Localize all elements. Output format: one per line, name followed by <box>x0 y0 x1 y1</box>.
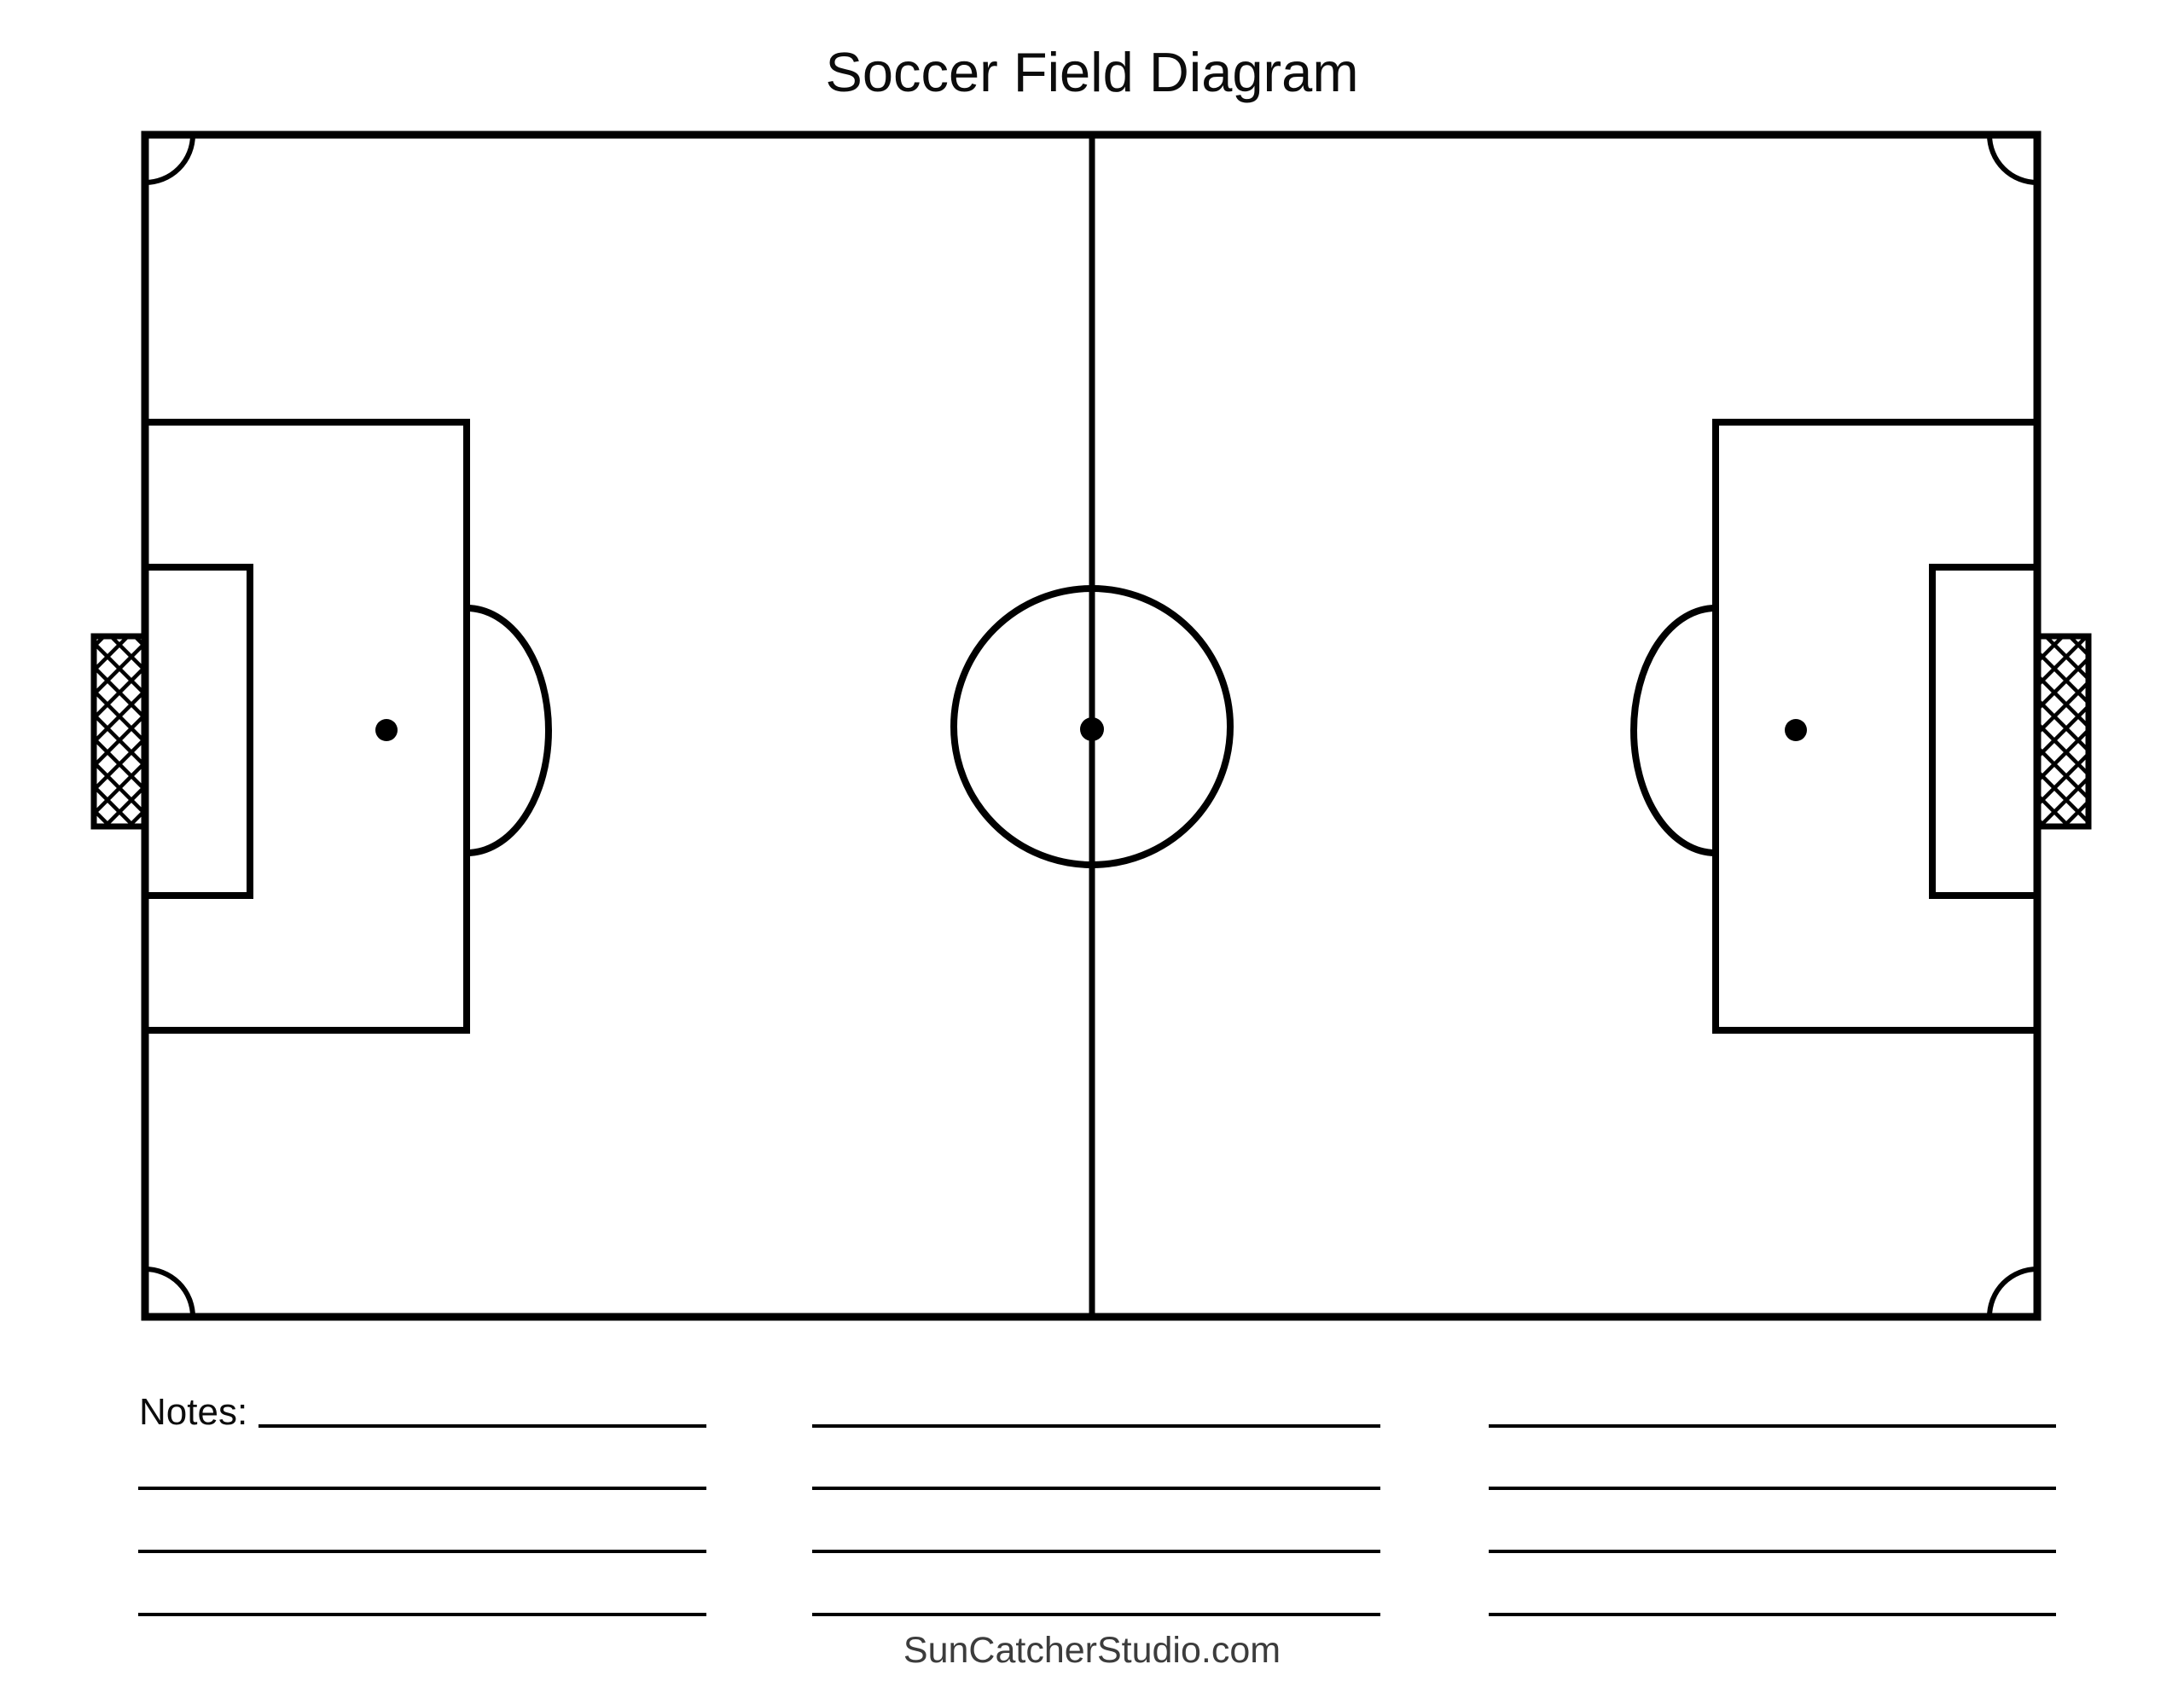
right-half-markings <box>1630 419 2092 1034</box>
notes-label: Notes: <box>139 1391 248 1433</box>
penalty-arc-left <box>466 605 552 856</box>
notes-lines-column-1 <box>138 1424 706 1616</box>
center-spot <box>1080 717 1104 741</box>
corner-arc-bottom-right <box>1987 1267 2038 1318</box>
notes-lines-column-2 <box>812 1424 1380 1616</box>
goal-net-left <box>90 633 148 830</box>
penalty-arc-right <box>1630 605 1716 856</box>
penalty-spot-left <box>375 719 398 741</box>
corner-arc-top-left <box>144 134 195 185</box>
goal-area-left <box>142 564 253 899</box>
goal-area-right <box>1929 564 2041 899</box>
penalty-area-left <box>142 419 470 1034</box>
footer-site-text: SunCatcherStudio.com <box>903 1630 1281 1671</box>
center-circle <box>950 585 1234 868</box>
penalty-spot-right <box>1785 719 1807 741</box>
page-title: Soccer Field Diagram <box>825 41 1359 103</box>
corner-arc-top-right <box>1987 134 2038 185</box>
left-half-markings <box>90 419 552 1034</box>
corner-arc-bottom-left <box>144 1267 195 1318</box>
notes-lines-column-3 <box>1489 1424 2056 1616</box>
penalty-area-right <box>1712 419 2041 1034</box>
goal-net-right <box>2034 633 2092 830</box>
